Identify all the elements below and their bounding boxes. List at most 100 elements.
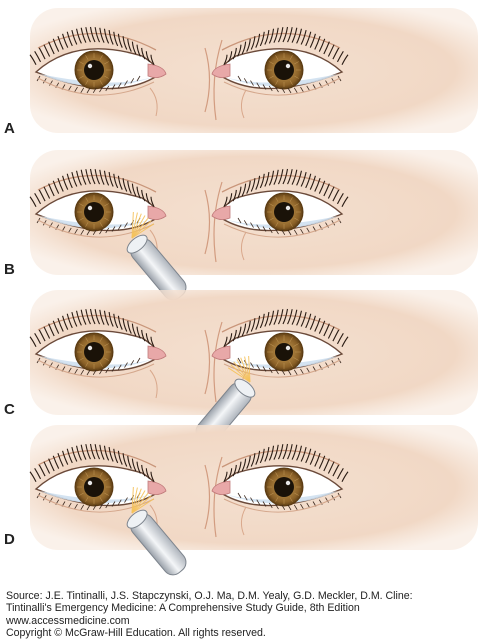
- eyelash: [291, 444, 298, 460]
- lower-eyelash: [250, 80, 254, 86]
- lower-eyelash: [325, 362, 329, 368]
- eyelash: [108, 447, 114, 462]
- lower-eyelash: [275, 228, 279, 235]
- eyelash: [38, 329, 46, 342]
- eyelash: [259, 173, 265, 189]
- eyelash: [264, 447, 270, 462]
- credit-line-1: Source: J.E. Tintinalli, J.S. Stapczynsk…: [6, 590, 413, 602]
- lower-eyelash: [287, 87, 292, 94]
- panel-b: [29, 150, 478, 301]
- nose-contour: [204, 47, 211, 113]
- iris-striation: [99, 55, 103, 60]
- eyelash: [52, 180, 60, 194]
- pupil: [84, 202, 104, 222]
- eyelash: [131, 183, 137, 197]
- eyelash: [85, 444, 91, 460]
- eyelash: [57, 318, 64, 332]
- lower-eyelash: [262, 366, 267, 372]
- eyelash: [57, 453, 64, 467]
- lower-eyelash: [325, 497, 329, 503]
- eyelash: [113, 173, 119, 189]
- eyelash: [255, 33, 261, 48]
- lower-eyelash: [67, 502, 72, 509]
- eye: [211, 26, 349, 96]
- eyelash: [99, 444, 105, 460]
- eyelash: [108, 172, 114, 187]
- eyelash: [282, 308, 289, 325]
- lower-eyelash: [92, 504, 97, 510]
- eyelash: [336, 468, 344, 480]
- eyelash: [237, 461, 242, 474]
- lower-eyelash: [99, 86, 103, 93]
- iris-striation: [269, 75, 274, 79]
- eyelash: [34, 51, 42, 63]
- nose-contour: [204, 329, 211, 395]
- light-ray: [230, 364, 251, 383]
- lower-eyelash: [306, 227, 311, 234]
- eyelash: [273, 169, 279, 185]
- lower-eyelash: [111, 226, 116, 232]
- eyelash: [108, 30, 114, 45]
- eyelash: [57, 36, 64, 50]
- eyelash: [323, 41, 330, 55]
- eyelash: [150, 54, 155, 65]
- eyelash: [80, 27, 87, 43]
- light-ray: [244, 356, 251, 383]
- lower-eyelash: [86, 504, 91, 511]
- nose-contour: [213, 181, 223, 263]
- lower-eyelash: [80, 87, 85, 93]
- eyelash: [287, 309, 293, 325]
- eyelash: [237, 44, 242, 57]
- light-ray: [131, 215, 146, 239]
- eyelash: [71, 446, 78, 462]
- eyelash: [296, 170, 302, 186]
- lower-eyelash: [293, 229, 298, 235]
- eyelash: [309, 33, 316, 48]
- eyelash: [99, 169, 105, 185]
- lower-eyelash: [300, 368, 304, 375]
- eyelash: [66, 448, 73, 464]
- eyelash: [38, 464, 46, 477]
- eyelash: [287, 27, 293, 43]
- eyelash: [52, 38, 60, 52]
- eyelash: [250, 36, 256, 50]
- eyelash: [246, 38, 251, 52]
- eyelash: [29, 54, 37, 65]
- eye: [211, 168, 349, 238]
- iris-striation: [275, 337, 279, 343]
- eyelash: [300, 171, 307, 187]
- eye: [29, 168, 167, 238]
- panel-d: [29, 425, 478, 576]
- eyelash: [282, 443, 289, 460]
- lower-eyelash: [300, 503, 304, 510]
- eyelash: [76, 310, 82, 326]
- eyelash: [34, 468, 42, 480]
- eyelash: [76, 28, 82, 44]
- lower-eyelash: [136, 75, 141, 82]
- eyelash: [228, 193, 233, 205]
- iris-striation: [104, 61, 109, 65]
- iris-striation: [269, 217, 274, 221]
- eyelash: [291, 309, 298, 325]
- light-ray: [248, 356, 251, 383]
- eyelash: [305, 448, 312, 464]
- light-ray: [131, 217, 149, 239]
- caruncle: [147, 345, 167, 360]
- eyelash: [241, 458, 247, 472]
- iris-striation: [294, 492, 299, 496]
- eyelash: [318, 180, 326, 194]
- eyelash: [43, 461, 51, 474]
- lower-eyelash: [293, 369, 298, 375]
- lower-eyelash: [99, 228, 103, 235]
- eyelash: [250, 453, 256, 467]
- lower-eyelash: [92, 229, 97, 235]
- eyelash: [122, 318, 128, 332]
- eyelash: [29, 471, 37, 482]
- eyelash: [250, 178, 256, 192]
- lower-lid: [223, 77, 341, 96]
- lower-eyelash: [130, 78, 135, 84]
- panel-a: [29, 8, 478, 133]
- light-ray: [131, 490, 146, 514]
- eyelash: [89, 443, 96, 460]
- lower-eyelash: [300, 228, 304, 235]
